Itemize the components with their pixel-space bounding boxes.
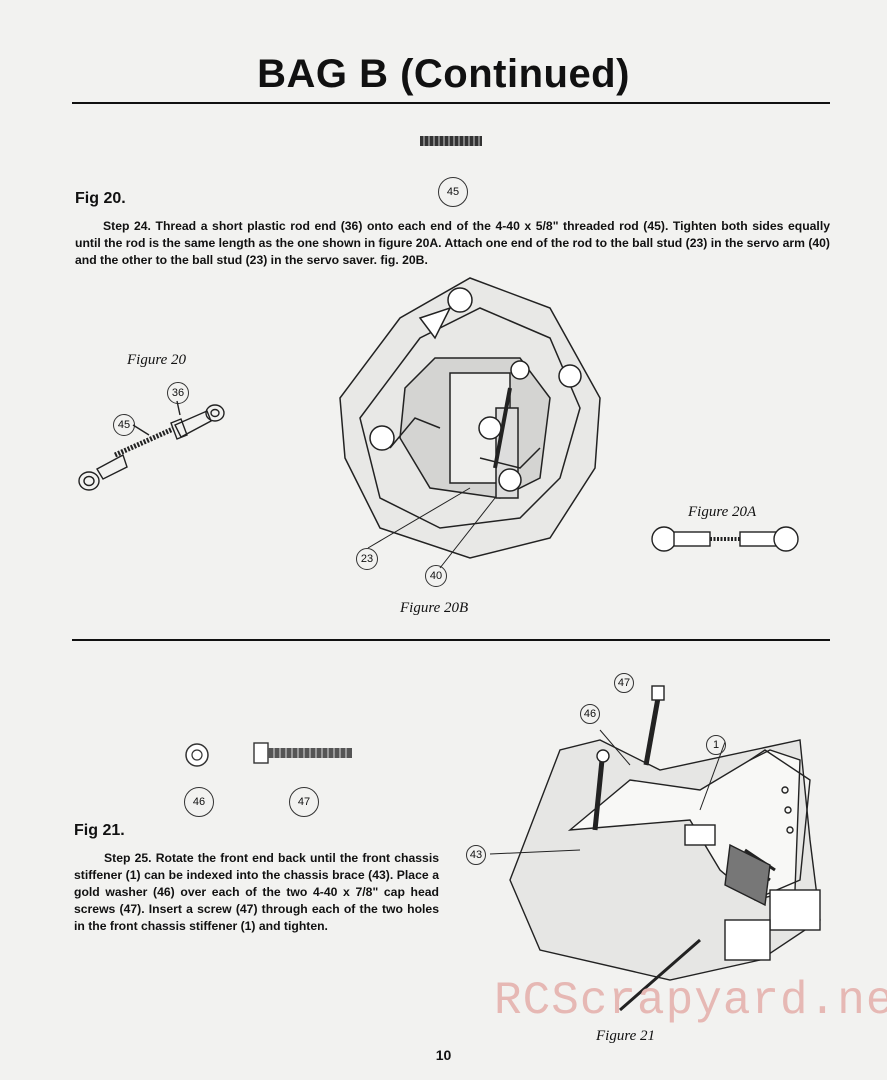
cap-head-screw-part-image [253,742,352,764]
figure20b-callout-23: 23 [356,548,378,570]
fig20-step-text: Step 24. Thread a short plastic rod end … [75,219,830,267]
fig21-step-text: Step 25. Rotate the front end back until… [74,851,439,933]
gold-washer-part-image [185,743,209,767]
figure20b-caption: Figure 20B [400,600,469,616]
part-callout-47: 47 [289,787,319,817]
figure21-callout-47: 47 [614,673,634,693]
threaded-rod-part-image [420,136,482,146]
figure20-callout-45: 45 [113,414,135,436]
figure21-front-stiffener-drawing [489,685,821,1012]
figure21-callout-1: 1 [706,735,726,755]
site-watermark: RCScrapyard.net [494,975,887,1027]
figure21-callout-43: 43 [466,845,486,865]
page-title: BAG B (Continued) [257,52,630,96]
figure20b-servo-linkage-drawing [339,277,601,569]
figure20-rod-assembly-drawing [78,400,225,491]
part-callout-45: 45 [438,177,468,207]
figure21-caption: Figure 21 [596,1028,656,1044]
figure20b-callout-40: 40 [425,565,447,587]
title-rule [72,102,830,104]
figure20a-rod-drawing [651,526,799,552]
fig21-label: Fig 21. [74,822,125,839]
part-callout-46: 46 [184,787,214,817]
figure20-caption: Figure 20 [127,352,187,368]
figure20a-caption: Figure 20A [688,504,757,520]
figure21-callout-46: 46 [580,704,600,724]
page-number: 10 [435,1047,452,1063]
section-divider [72,639,830,641]
fig20-label: Fig 20. [75,190,126,207]
